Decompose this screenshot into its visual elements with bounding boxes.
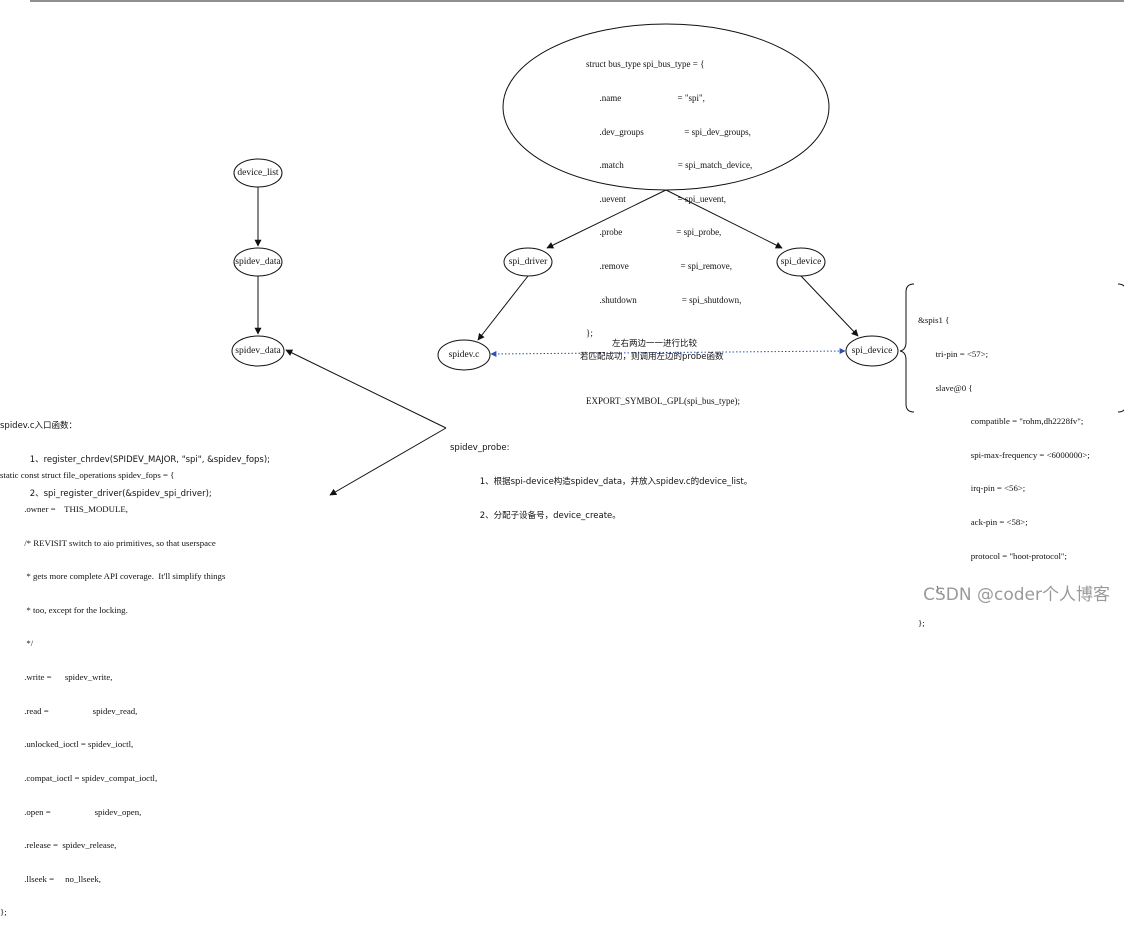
code-line: EXPORT_SYMBOL_GPL(spi_bus_type); (586, 395, 740, 406)
code-line: 1、register_chrdev(SPIDEV_MAJOR, "spi", &… (0, 455, 271, 466)
code-line: irq-pin = <56>; (918, 483, 1026, 494)
spidev-data-label-1: spidev_data (235, 257, 281, 267)
code-line: 2、spi_register_driver(&spidev_spi_driver… (0, 488, 212, 499)
spidev-data-label-2: spidev_data (235, 346, 281, 356)
compare-dotted-arrow (490, 348, 846, 357)
spidev-entry-text: spidev.c入口函数： 1、register_chrdev(SPIDEV_M… (0, 399, 270, 522)
spidev-fops-code: static const struct file_operations spid… (0, 448, 225, 941)
code-line: }; (918, 584, 943, 595)
spi-device-label-top: spi_device (780, 257, 822, 267)
code-line: slave@0 { (918, 382, 973, 393)
code-line: .read = spidev_read, (0, 705, 138, 716)
compare-note-line-2: 若匹配成功，则调用左边的probe函数 (580, 352, 724, 362)
device-list-label: device_list (237, 168, 279, 178)
spidev-probe-text: spidev_probe: 1、根据spi-device构造spidev_dat… (450, 421, 752, 544)
code-line: .shutdown = spi_shutdown, (586, 294, 742, 305)
code-line: ack-pin = <58>; (918, 517, 1028, 528)
arrow-driver-to-spidev-c (477, 275, 529, 341)
code-line: .compat_ioctl = spidev_compat_ioctl, (0, 772, 158, 783)
arrow-probe-to-fops (329, 427, 447, 496)
code-line: &spis1 { (918, 315, 950, 326)
code-line: /* REVISIT switch to aio primitives, so … (0, 537, 216, 548)
code-line: .probe = spi_probe, (586, 227, 722, 238)
code-line (586, 362, 752, 373)
dts-right-brace (1117, 283, 1124, 413)
arrow-probe-to-spidev-data (285, 349, 447, 429)
spi-driver-label: spi_driver (508, 257, 548, 267)
csdn-watermark: CSDN @coder个人博客 (923, 585, 1110, 605)
spi-device-node-bottom (845, 335, 899, 367)
compare-note-line-1: 左右两边一一进行比较 (612, 339, 698, 349)
code-line: spidev.c入口函数： (0, 421, 78, 432)
spi-device-label-bottom: spi_device (851, 346, 893, 356)
code-line: * too, except for the locking. (0, 604, 128, 615)
arrow-bus-to-device (665, 189, 783, 249)
code-line: protocol = "hoot-protocol"; (918, 550, 1067, 561)
code-line: spidev_probe: (450, 443, 510, 454)
dts-left-brace (899, 283, 915, 413)
code-line: .match = spi_match_device, (586, 160, 753, 171)
diagram-lines (30, 0, 1124, 496)
spidev-c-node (437, 339, 491, 371)
arrow-device-to-spi-device (800, 275, 859, 337)
code-line: .llseek = no_llseek, (0, 873, 101, 884)
code-line: * gets more complete API coverage. It'll… (0, 571, 226, 582)
code-line: static const struct file_operations spid… (0, 470, 175, 481)
code-line: }; (0, 907, 7, 918)
dts-spis1-code: &spis1 { tri-pin = <57>; slave@0 { compa… (918, 293, 1090, 652)
code-line: spi-max-frequency = <6000000>; (918, 449, 1090, 460)
code-line: 1、根据spi-device构造spidev_data，并放入spidev.c的… (450, 477, 753, 488)
code-line: }; (918, 617, 925, 628)
code-line: tri-pin = <57>; (918, 349, 989, 360)
code-line: */ (0, 638, 34, 649)
arrow-bus-to-driver (546, 189, 667, 249)
code-line: .remove = spi_remove, (586, 261, 733, 272)
code-line: 2、分配子设备号，device_create。 (450, 510, 621, 521)
code-line: .dev_groups = spi_dev_groups, (586, 126, 751, 137)
code-line: }; (586, 328, 593, 339)
code-line: .uevent = spi_uevent, (586, 193, 727, 204)
code-line: .open = spidev_open, (0, 806, 142, 817)
struct-bus-type-code: struct bus_type spi_bus_type = { .name =… (586, 37, 752, 429)
spidev-data-node-2 (231, 335, 285, 367)
spidev-c-label: spidev.c (448, 350, 480, 360)
code-line: struct bus_type spi_bus_type = { (586, 59, 705, 70)
code-line: compatible = "rohm,dh2228fv"; (918, 416, 1084, 427)
code-line: .name = "spi", (586, 93, 705, 104)
code-line: .owner = THIS_MODULE, (0, 504, 128, 515)
code-line: .unlocked_ioctl = spidev_ioctl, (0, 739, 134, 750)
code-line: .release = spidev_release, (0, 840, 117, 851)
diagram-canvas: struct bus_type spi_bus_type = { .name =… (0, 0, 1124, 917)
code-line: .write = spidev_write, (0, 672, 113, 683)
